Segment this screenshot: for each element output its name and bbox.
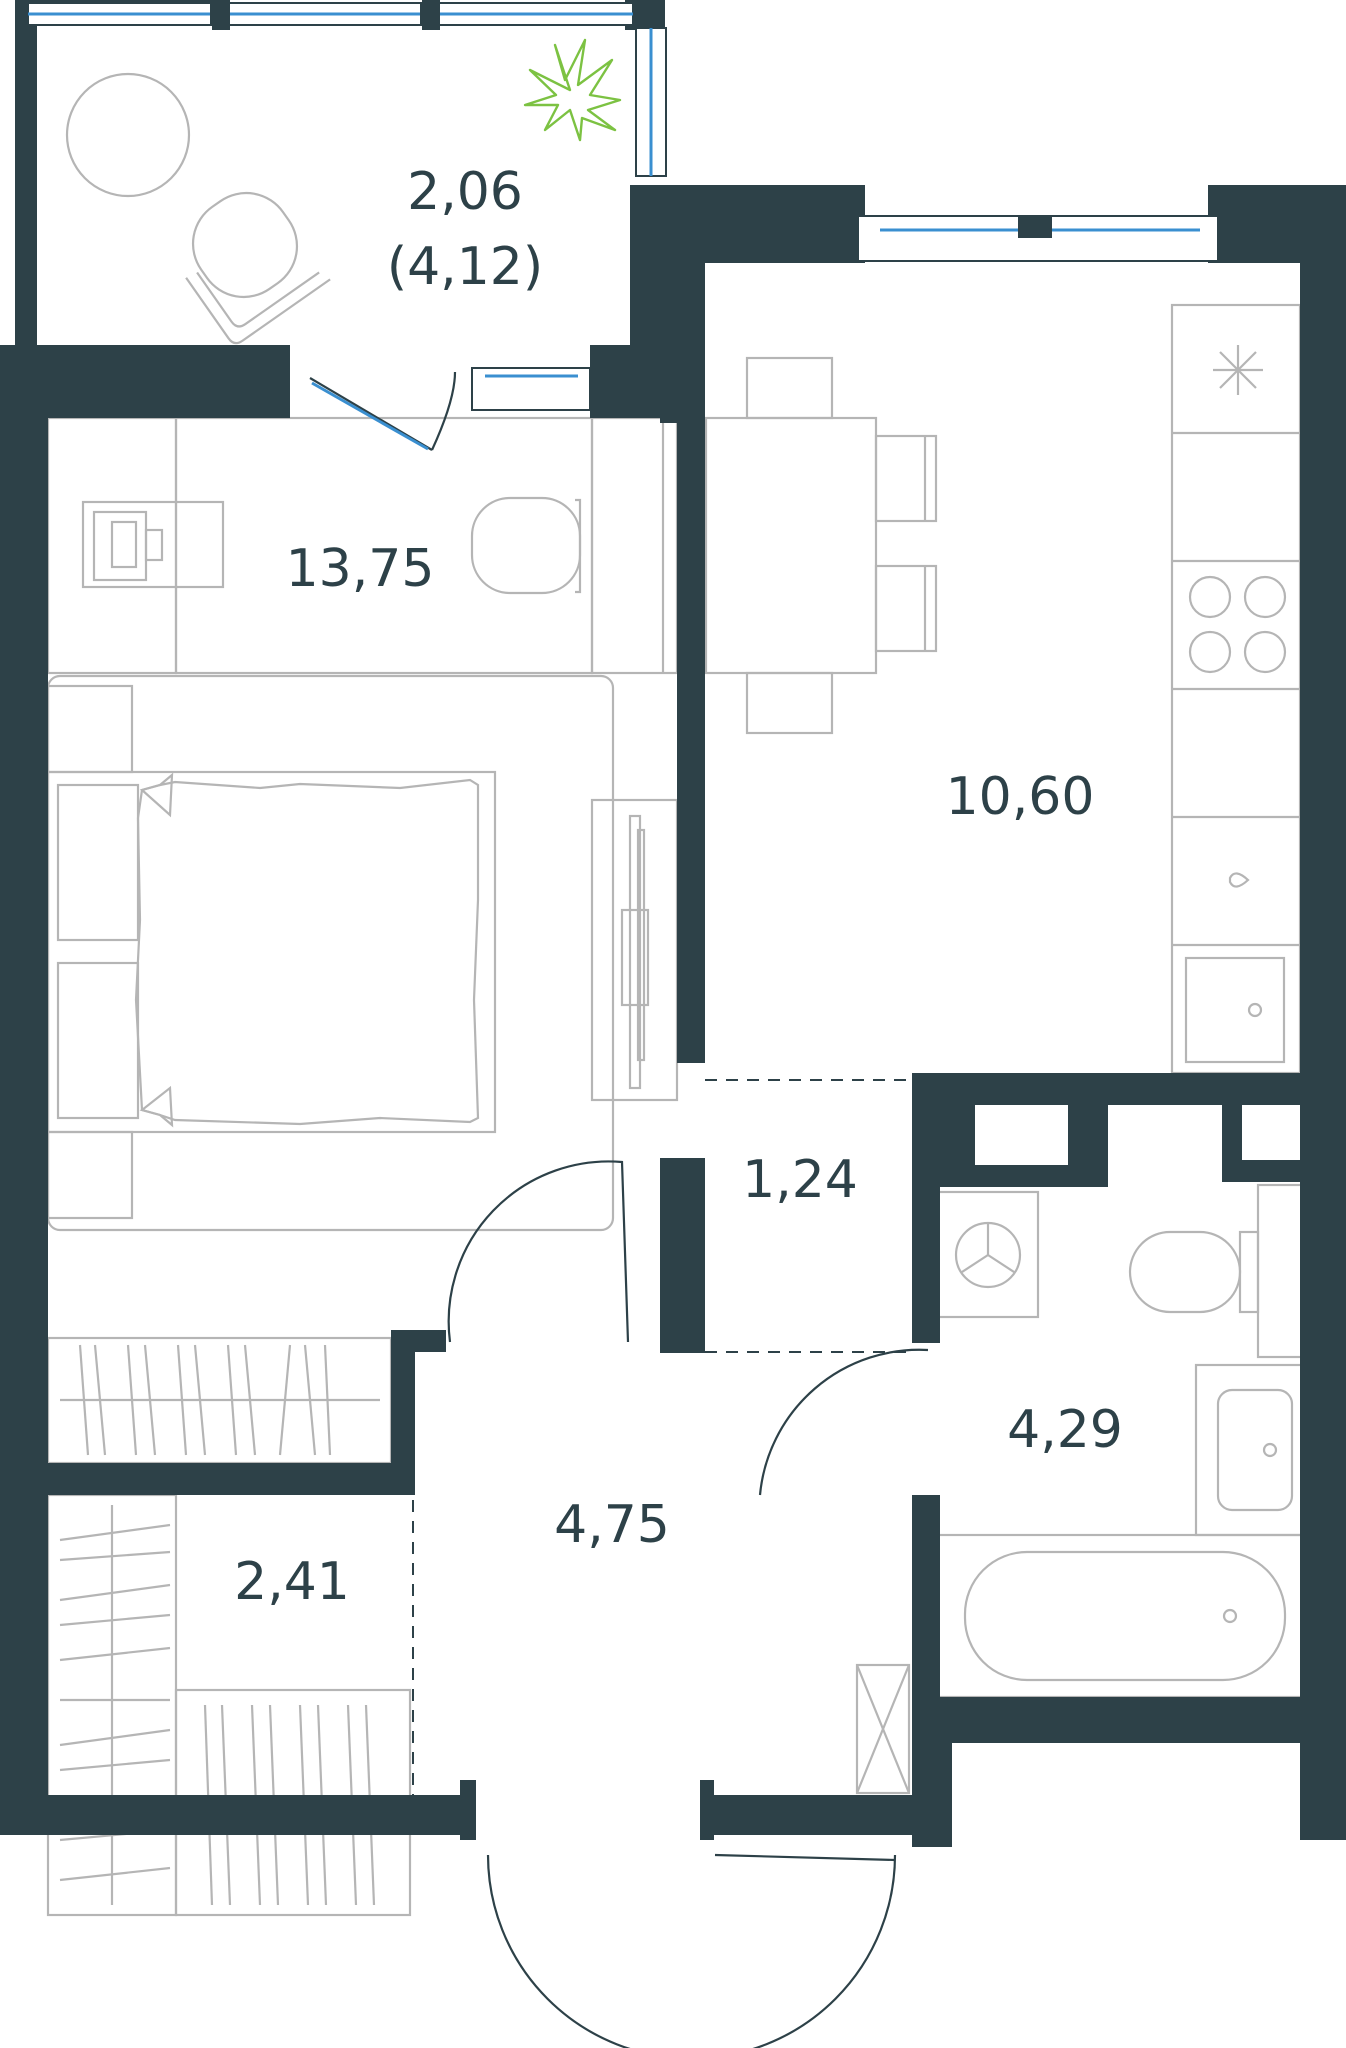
kitchen-sink-icon (1184, 956, 1286, 1064)
stove-icon (1188, 575, 1287, 674)
plant-icon (523, 38, 622, 142)
walls (0, 0, 1346, 1847)
windows (27, 2, 1219, 411)
hall-area: 1,24 (742, 1150, 858, 1210)
area-labels: 2,06 (4,12) 13,75 10,60 1,24 4,29 4,75 2… (234, 162, 1123, 1612)
tap-icon (1228, 872, 1250, 888)
bathroom-furniture (936, 1183, 1305, 1699)
corridor-area: 4,75 (554, 1495, 670, 1555)
storage-area: 2,41 (234, 1552, 350, 1612)
balcony-furniture (65, 72, 331, 345)
kitchen-area: 10,60 (946, 767, 1095, 827)
dashed-openings (412, 1079, 912, 1795)
kitchen-furniture (704, 303, 1302, 1075)
bedroom-area: 13,75 (286, 539, 435, 599)
bathroom-area: 4,29 (1007, 1400, 1123, 1460)
balcony-area: 2,06 (407, 162, 523, 222)
balcony-area-alt: (4,12) (387, 237, 543, 297)
freezer-icon (1213, 345, 1263, 395)
